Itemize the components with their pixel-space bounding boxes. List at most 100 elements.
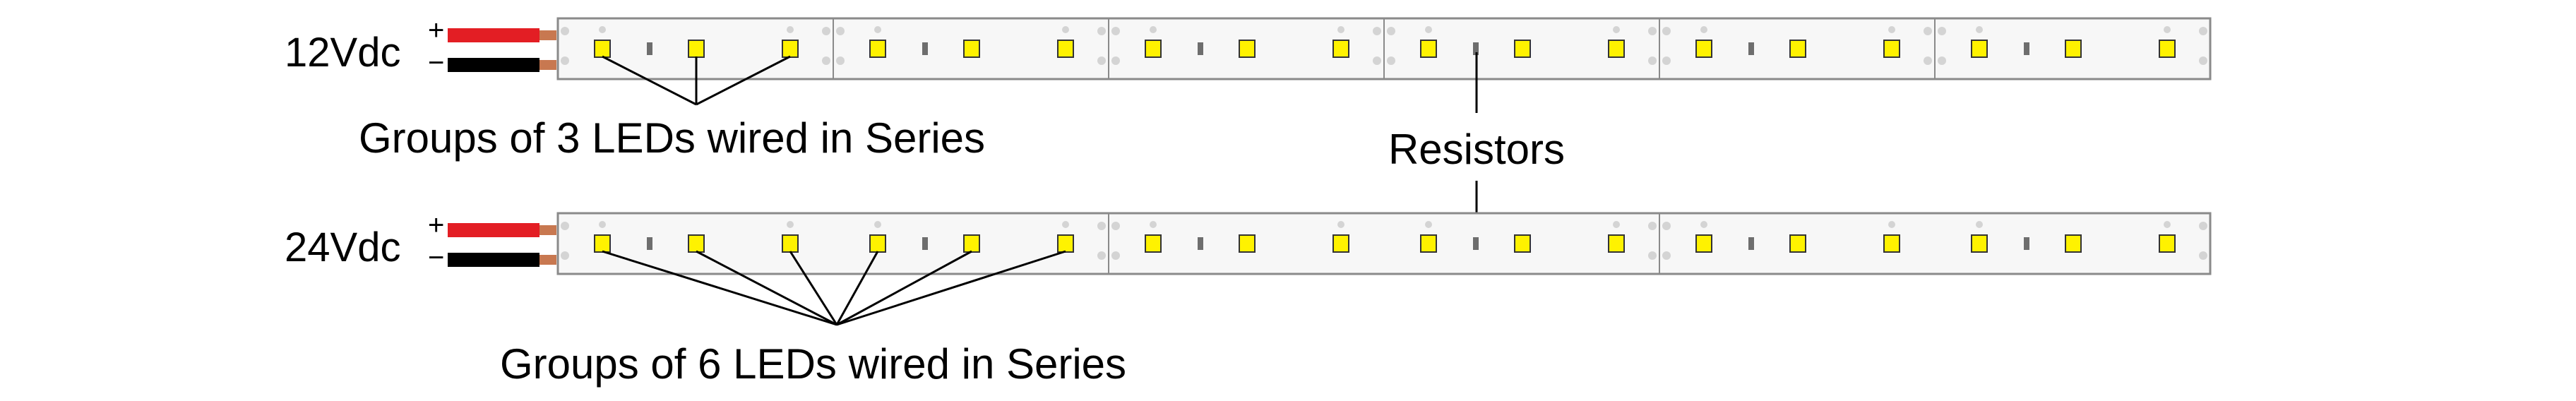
series-caption-12v: Groups of 3 LEDs wired in Series	[359, 114, 985, 162]
resistor	[922, 42, 928, 55]
led-chip	[1057, 234, 1074, 253]
leader-line	[696, 55, 791, 106]
led-pad-dot	[787, 221, 794, 228]
led-pad-dot	[1976, 221, 1983, 228]
led-chip	[1514, 234, 1531, 253]
led-chip	[2159, 40, 2176, 58]
led-chip	[782, 234, 799, 253]
leader-line	[836, 250, 972, 326]
led-chip	[782, 40, 799, 58]
negative-wire-tip-24v	[539, 255, 556, 265]
solder-pad	[561, 251, 569, 260]
led-pad-dot	[1062, 221, 1069, 228]
strip-24v: 24Vdc + − Groups of 6 LEDs wired in Seri…	[285, 210, 2212, 388]
solder-pad	[1662, 251, 1671, 260]
leader-line	[602, 250, 837, 326]
strip-segments-24v	[561, 213, 2207, 274]
led-chip	[1239, 234, 1256, 253]
positive-wire-12v	[448, 28, 539, 42]
resistor	[922, 237, 928, 250]
led-chip	[869, 40, 886, 58]
led-chip	[963, 40, 980, 58]
negative-wire-tip-12v	[539, 60, 556, 70]
led-pad-dot	[1062, 26, 1069, 33]
resistor	[1748, 42, 1754, 55]
solder-pad	[1662, 56, 1671, 65]
solder-pad	[1097, 251, 1106, 260]
solder-pad	[2199, 56, 2207, 65]
leader-line	[602, 55, 697, 106]
led-pad-dot	[2164, 221, 2171, 228]
resistors-label: Resistors	[1388, 126, 1565, 173]
led-chip	[1695, 40, 1712, 58]
solder-pad	[1924, 56, 1932, 65]
led-chip	[1420, 40, 1437, 58]
resistor	[1473, 237, 1479, 250]
plus-sign-24v: +	[428, 210, 444, 241]
resistor	[1198, 42, 1203, 55]
led-pad-dot	[599, 26, 606, 33]
led-chip	[963, 234, 980, 253]
led-chip	[1883, 234, 1900, 253]
strip-segments-12v	[561, 18, 2207, 79]
minus-sign-12v: −	[428, 47, 444, 78]
led-chip	[1695, 234, 1712, 253]
led-chip	[1145, 40, 1162, 58]
led-chip	[2065, 234, 2082, 253]
led-chip	[688, 234, 705, 253]
solder-pad	[1938, 56, 1946, 65]
led-chip	[1608, 40, 1625, 58]
solder-pad	[1662, 222, 1671, 230]
led-chip	[2065, 40, 2082, 58]
plus-sign-12v: +	[428, 15, 444, 46]
solder-pad	[1111, 27, 1120, 35]
solder-pad	[1111, 251, 1120, 260]
led-pad-dot	[2164, 26, 2171, 33]
led-chip	[1789, 40, 1806, 58]
leader-line	[836, 250, 1066, 326]
led-pad-dot	[1613, 221, 1620, 228]
led-chip	[1971, 40, 1988, 58]
led-pad-dot	[1337, 221, 1344, 228]
resistor	[1748, 237, 1754, 250]
resistors-callout: Resistors	[1388, 52, 1565, 244]
solder-pad	[1387, 56, 1395, 65]
led-pad-dot	[1425, 26, 1432, 33]
led-pad-dot	[787, 26, 794, 33]
leader-line	[835, 251, 879, 325]
solder-pad	[1097, 56, 1106, 65]
solder-pad	[561, 56, 569, 65]
led-chip	[2159, 234, 2176, 253]
led-pad-dot	[1700, 26, 1707, 33]
led-pad-dot	[1888, 221, 1895, 228]
solder-pad	[2199, 27, 2207, 35]
leader-lines-24v	[602, 250, 1066, 326]
led-chip	[1514, 40, 1531, 58]
leader-line	[696, 250, 837, 326]
resistor	[2024, 237, 2029, 250]
positive-wire-tip-12v	[539, 30, 556, 40]
led-chip	[1971, 234, 1988, 253]
solder-pad	[1111, 222, 1120, 230]
voltage-label-24v: 24Vdc	[285, 225, 400, 270]
resistor	[647, 237, 652, 250]
led-chip	[1608, 234, 1625, 253]
solder-pad	[1648, 56, 1657, 65]
led-chip	[1789, 234, 1806, 253]
solder-pad	[836, 27, 845, 35]
led-chip	[1332, 234, 1349, 253]
negative-wire-24v	[448, 253, 539, 267]
led-chip	[1420, 234, 1437, 253]
solder-pad	[1097, 222, 1106, 230]
solder-pad	[1648, 222, 1657, 230]
led-pad-dot	[874, 26, 881, 33]
solder-pad	[2199, 251, 2207, 260]
led-chip	[869, 234, 886, 253]
led-pad-dot	[1700, 221, 1707, 228]
solder-pad	[1924, 27, 1932, 35]
minus-sign-24v: −	[428, 242, 444, 273]
led-chip	[1145, 234, 1162, 253]
strip-12v: 12Vdc + − Groups of 3 LEDs wired in Seri…	[285, 15, 2212, 162]
led-pad-dot	[1888, 26, 1895, 33]
